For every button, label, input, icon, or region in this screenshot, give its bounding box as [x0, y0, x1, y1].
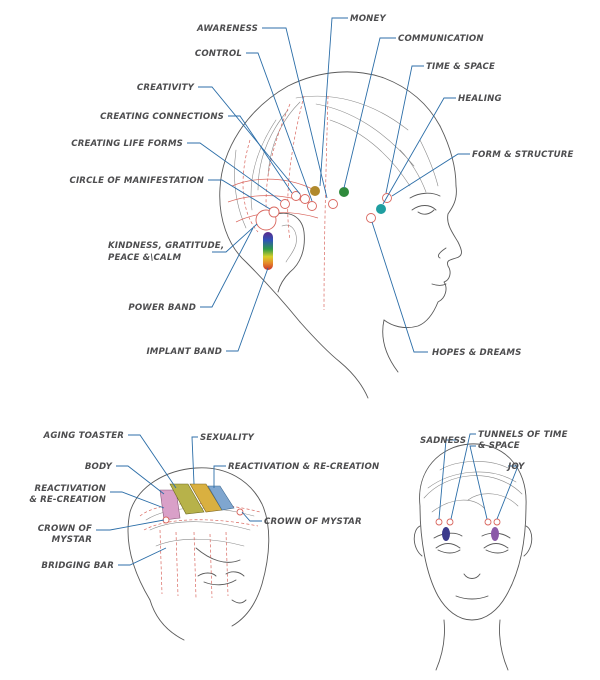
point-creating-connections	[291, 191, 301, 201]
point-sadness	[442, 527, 450, 541]
label-creativity: CREATIVITY	[137, 83, 195, 93]
ear	[267, 212, 305, 293]
label-awareness: AWARENESS	[196, 24, 258, 34]
label-circle-of-manifestation: CIRCLE OF MANIFESTATION	[70, 176, 205, 186]
label-communication: COMMUNICATION	[398, 34, 484, 44]
point-tunnels-right	[484, 518, 492, 526]
front-face-illustration	[413, 443, 533, 671]
main-head-labels: AWARENESS MONEY CONTROL COMMUNICATION TI…	[70, 14, 574, 358]
label-reactivation-right: REACTIVATION & RE-CREATION	[228, 462, 380, 472]
label-tunnels-line1: TUNNELS OF TIME	[478, 430, 568, 440]
label-kindness-line2: PEACE &\CALM	[108, 253, 181, 263]
crown-head-labels: AGING TOASTER SEXUALITY BODY REACTIVATIO…	[29, 431, 380, 571]
point-circle-of-manifestation	[268, 206, 280, 218]
point-awareness	[328, 199, 338, 209]
label-sadness: SADNESS	[420, 436, 466, 446]
label-crown-left-line1: CROWN OF	[38, 524, 92, 534]
point-creating-life-forms	[280, 199, 290, 209]
front-face-eyes	[435, 543, 509, 554]
main-head-points	[255, 186, 392, 270]
label-creating-life-forms: CREATING LIFE FORMS	[71, 139, 183, 149]
face-profile	[383, 125, 462, 329]
label-hopes-dreams: HOPES & DREAMS	[432, 348, 521, 358]
front-face-labels: SADNESS TUNNELS OF TIME & SPACE JOY	[420, 430, 568, 472]
point-creativity	[300, 194, 310, 204]
label-reactivation-left-line1: REACTIVATION	[35, 484, 107, 494]
label-sexuality: SEXUALITY	[200, 433, 255, 443]
point-money	[310, 186, 320, 196]
point-communication	[339, 187, 349, 197]
label-joy: JOY	[506, 462, 525, 472]
label-aging-toaster: AGING TOASTER	[43, 431, 124, 441]
point-tunnels-mid	[446, 518, 454, 526]
crown-head-illustration	[127, 467, 270, 641]
head-outline	[219, 71, 441, 323]
point-control	[307, 201, 317, 211]
front-face-mouth	[455, 595, 489, 600]
crown-head-leaders	[96, 434, 262, 566]
implant-band-bar	[263, 232, 273, 270]
point-healing	[376, 204, 386, 214]
bar-body	[159, 489, 181, 521]
label-tunnels-line2: & SPACE	[478, 441, 520, 451]
crown-face	[195, 547, 247, 604]
label-power-band: POWER BAND	[128, 303, 196, 313]
label-time-space: TIME & SPACE	[426, 62, 495, 72]
label-reactivation-left-line2: & RE-CREATION	[29, 495, 106, 505]
label-body: BODY	[85, 462, 113, 472]
front-face-hair	[423, 461, 523, 513]
point-joy-top	[493, 518, 501, 526]
eye	[411, 205, 437, 215]
label-form-structure: FORM & STRUCTURE	[472, 150, 574, 160]
main-head-leaders	[187, 17, 470, 353]
label-money: MONEY	[350, 14, 387, 24]
label-crown-of-mystar-right: CROWN OF MYSTAR	[264, 517, 362, 527]
label-creating-connections: CREATING CONNECTIONS	[100, 112, 224, 122]
bar-reactivation	[207, 485, 235, 511]
neck-back	[299, 321, 369, 399]
label-kindness-line1: KINDNESS, GRATITUDE,	[108, 241, 224, 251]
label-implant-band: IMPLANT BAND	[146, 347, 222, 357]
point-tunnels-left	[435, 518, 443, 526]
point-form-structure	[382, 193, 392, 203]
label-crown-left-line2: MYSTAR	[52, 535, 92, 545]
label-control: CONTROL	[195, 49, 242, 59]
label-bridging-bar: BRIDGING BAR	[41, 561, 114, 571]
profile-head-illustration	[219, 71, 462, 399]
jaw-neck	[382, 319, 399, 373]
point-hopes-dreams	[366, 213, 376, 223]
label-healing: HEALING	[458, 94, 502, 104]
front-face-nose	[463, 573, 481, 579]
bar-aging-toaster	[169, 483, 205, 515]
front-face-leaders	[438, 433, 519, 520]
point-joy	[491, 527, 499, 541]
crown-head-outline	[127, 467, 270, 627]
hair-strands	[234, 95, 439, 229]
